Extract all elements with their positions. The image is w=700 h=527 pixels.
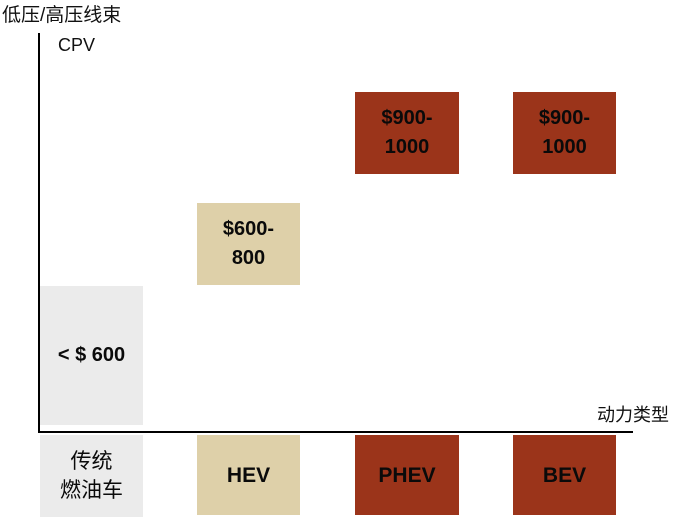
category-label: BEV [542,463,587,487]
y-axis-title: 低压/高压线束 [2,5,122,26]
value-text-line2: 1000 [542,136,587,158]
category-box-ice: 传统 燃油车 [40,435,143,517]
y-axis-subtitle: CPV [58,35,96,55]
x-axis-title: 动力类型 [597,405,669,425]
value-text-line2: 800 [231,247,266,269]
value-box-ice: < $ 600 [40,286,143,425]
category-label-line1: 传统 [70,450,113,473]
value-text-line2: 1000 [384,136,430,158]
x-axis-line [38,431,633,433]
value-text-line1: $600- [222,218,275,240]
category-label: PHEV [378,463,436,487]
value-box-phev: $900- 1000 [355,92,459,174]
y-axis-line [38,33,40,433]
category-box-phev: PHEV [355,435,459,515]
value-text-line1: $900- [381,107,433,129]
value-text-line1: $900- [538,107,591,129]
category-box-hev: HEV [197,435,300,515]
value-box-bev: $900- 1000 [513,92,616,174]
value-box-hev: $600- 800 [197,203,300,285]
category-label-line2: 燃油车 [60,479,123,502]
value-text: < $ 600 [57,344,126,366]
category-box-bev: BEV [513,435,616,515]
category-label: HEV [226,463,271,487]
